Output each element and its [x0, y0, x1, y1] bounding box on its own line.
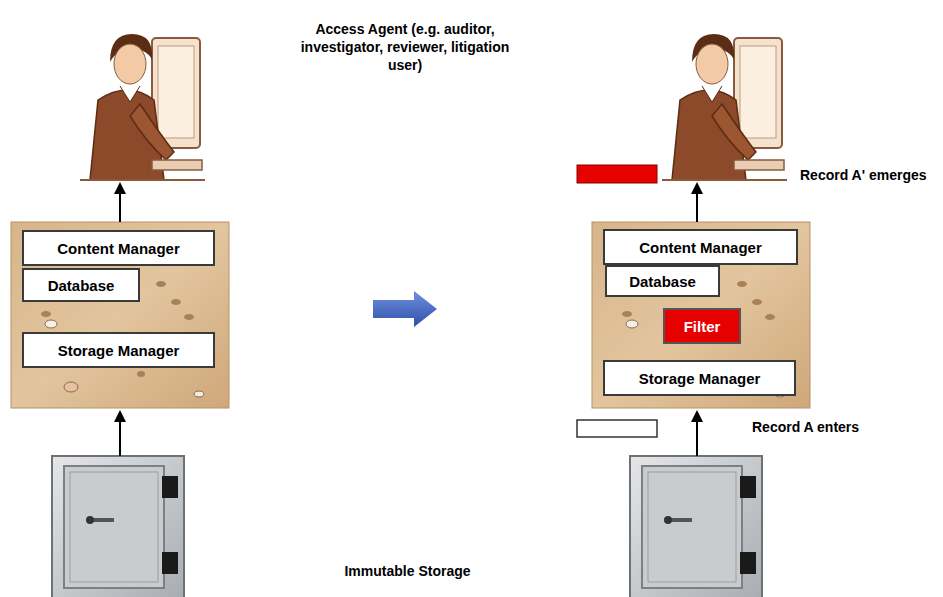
box-label: Database [48, 277, 115, 294]
box-label: Database [629, 273, 696, 290]
box-label: Content Manager [639, 239, 762, 256]
filter-box: Filter [663, 308, 741, 344]
component-box: Storage Manager [603, 360, 796, 396]
box-label: Content Manager [57, 240, 180, 257]
box-label: Storage Manager [58, 342, 180, 359]
annotation-label: Record A enters [752, 418, 937, 436]
box-label: Filter [684, 318, 721, 335]
component-box: Storage Manager [22, 332, 215, 368]
annotation-label: Access Agent (e.g. auditor, investigator… [290, 20, 520, 75]
annotation-label: Immutable Storage [300, 562, 515, 580]
component-box: Content Manager [22, 230, 215, 266]
component-box: Content Manager [603, 229, 798, 265]
component-box: Database [22, 268, 140, 302]
component-box: Database [605, 265, 720, 297]
box-label: Storage Manager [639, 370, 761, 387]
annotation-label: Record A' emerges [800, 166, 940, 184]
